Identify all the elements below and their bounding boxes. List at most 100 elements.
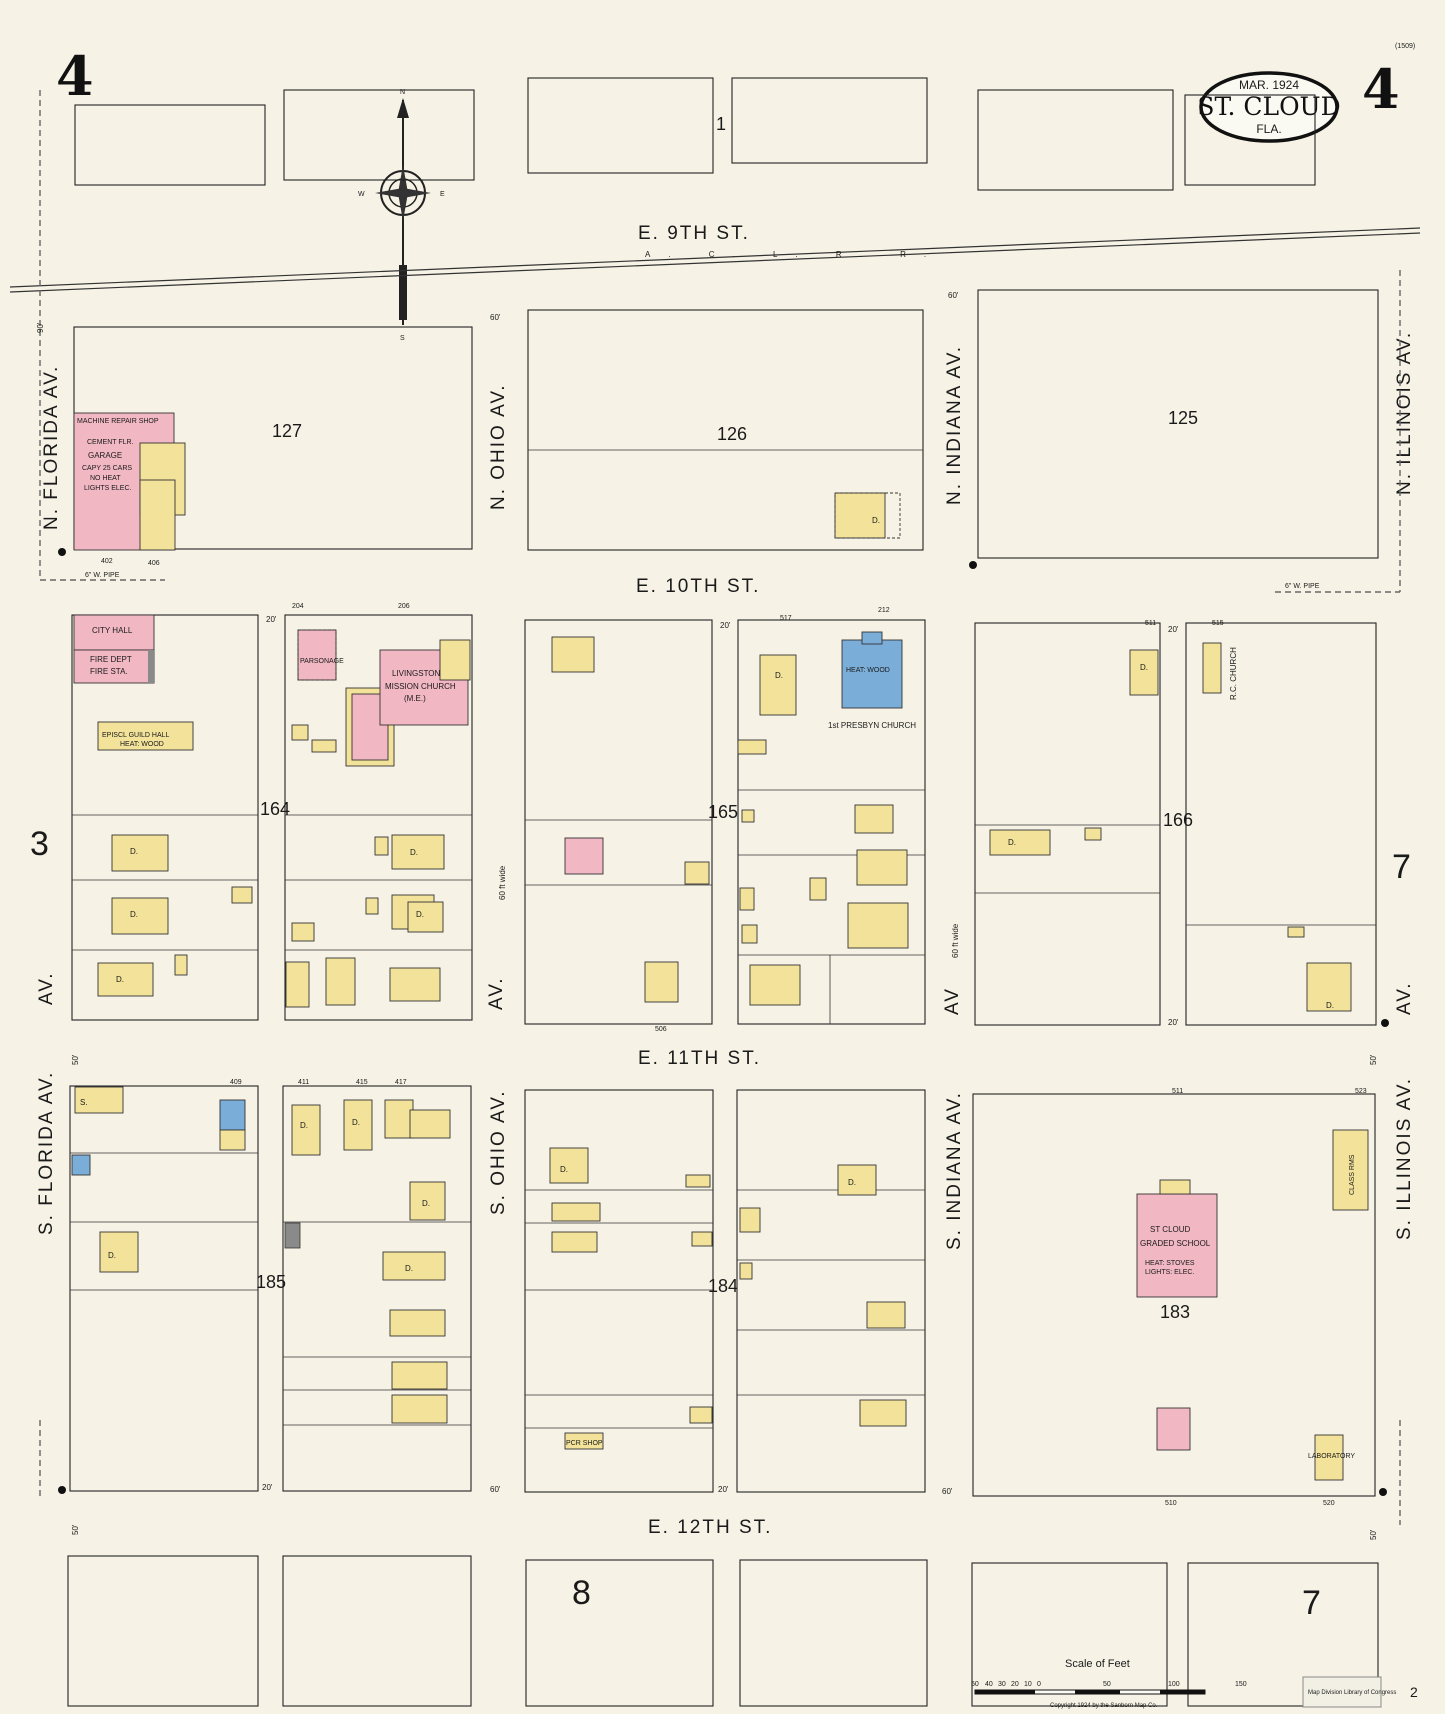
presbyn-label: 1st PRESBYN CHURCH (828, 721, 916, 730)
dwelling-label-n: D. (108, 1251, 116, 1260)
dist-50-d: 50' (1369, 1529, 1378, 1540)
dwelling-label-h: D. (1140, 663, 1148, 672)
city-hall-building: CITY HALL FIRE DEPT FIRE STA. (73, 614, 155, 684)
dist-60-b: 60' (948, 291, 959, 300)
city-hall-label: CITY HALL (92, 626, 133, 635)
map-date: MAR. 1924 (1239, 78, 1299, 92)
block-164: 164 (260, 799, 290, 819)
street-e10: E. 10TH ST. (636, 576, 760, 597)
address-515: 515 (1212, 620, 1224, 627)
dwellings-row-3 (71, 1086, 907, 1450)
dwelling-label-g: D. (1008, 838, 1016, 847)
copyright: Copyright 1924 by the Sanborn Map Co. (1050, 1703, 1158, 1709)
presbyterian-church-building: HEAT: WOOD 1st PRESBYN CHURCH (828, 631, 916, 730)
small-brick-building (1156, 1407, 1191, 1451)
dwelling-label-e: D. (416, 910, 424, 919)
class-rms-label: CLASS RMS (1349, 1154, 1356, 1195)
sheet-number-right: 4 (1362, 57, 1400, 121)
dwelling-label-i: D. (1326, 1001, 1334, 1010)
railroad-track: A. C. L. R. R. (9, 227, 1421, 293)
guild-hall-label: EPISCL GUILD HALL (102, 732, 170, 739)
north-arrow-icon: N S E W (358, 89, 445, 342)
row-blocks-10th-11th (71, 614, 1377, 1026)
address-506: 506 (655, 1026, 667, 1033)
dist-60-c: 60' (490, 1485, 501, 1494)
dist-20-c: 20' (1168, 625, 1179, 634)
street-e9: E. 9TH ST. (638, 223, 750, 244)
indiana-width: 60 ft wide (951, 923, 960, 958)
dwelling-label-f: D. (775, 671, 783, 680)
dwelling-label-c: D. (116, 975, 124, 984)
address-204: 204 (292, 603, 304, 610)
school-label-1: ST CLOUD (1150, 1225, 1191, 1234)
street-s-indiana: S. INDIANA AV. (944, 1091, 965, 1250)
library-stamp: Map Division Library of Congress (1302, 1676, 1396, 1708)
scale-tick-1: 40 (985, 1681, 993, 1688)
dist-20-f: 20' (718, 1485, 729, 1494)
street-s-florida: S. FLORIDA AV. (36, 1071, 57, 1235)
sheet-number-left: 4 (56, 44, 94, 108)
street-av-indiana: AV (942, 987, 963, 1015)
dist-60-d: 60' (942, 1487, 953, 1496)
street-av-illinois: AV. (1394, 982, 1415, 1015)
dist-20-e: 20' (262, 1483, 273, 1492)
pipe-label-2: 6" W. PIPE (1285, 583, 1320, 590)
town-name: ST. CLOUD (1197, 92, 1340, 121)
scale-tick-2: 30 (998, 1681, 1006, 1688)
street-n-illinois: N. ILLINOIS AV. (1394, 331, 1415, 495)
address-517: 517 (780, 615, 792, 622)
state-name: FLA. (1256, 122, 1281, 136)
school-label-4: LIGHTS: ELEC. (1145, 1269, 1194, 1276)
rc-church-label: R.C. CHURCH (1229, 647, 1238, 700)
scale-title: Scale of Feet (1065, 1658, 1130, 1670)
pipe-label-1: 6" W. PIPE (85, 572, 120, 579)
laboratory-label: LABORATORY (1308, 1453, 1355, 1460)
fire-sta-label: FIRE STA. (90, 667, 128, 676)
block-165: 165 (708, 802, 738, 822)
block-166: 166 (1163, 810, 1193, 830)
street-s-illinois: S. ILLINOIS AV. (1394, 1077, 1415, 1240)
compass-north: N (400, 89, 405, 96)
parsonage-label: PARSONAGE (300, 658, 344, 665)
scale-tick-7: 100 (1168, 1681, 1180, 1688)
dwelling-label-a: D. (130, 847, 138, 856)
railroad-label: A. C. L. R. R. (645, 250, 944, 259)
dwellings-row-2 (97, 636, 1352, 1012)
parsonage-building: PARSONAGE (297, 629, 344, 681)
pcr-shop-label: PCR SHOP (566, 1440, 603, 1447)
row-blocks-11th-12th (69, 1085, 1376, 1497)
block-126: 126 (717, 424, 747, 444)
corner-mark: 2 (1410, 1684, 1418, 1700)
title-cartouche: MAR. 1924 ST. CLOUD FLA. (1197, 71, 1341, 143)
compass-west: W (358, 191, 365, 198)
dist-20-d: 20' (1168, 1018, 1179, 1027)
garage-label-1: MACHINE REPAIR SHOP (77, 418, 159, 425)
dwelling-label-m: D. (405, 1264, 413, 1273)
address-520: 520 (1323, 1500, 1335, 1507)
laboratory-building: LABORATORY (1308, 1434, 1355, 1481)
store-label: S. (80, 1098, 88, 1107)
adjoining-sheet-east: 7 (1392, 848, 1411, 886)
garage-label-3: GARAGE (88, 451, 122, 460)
street-e11: E. 11TH ST. (638, 1048, 761, 1069)
row-blocks-south (67, 1555, 1379, 1707)
dwelling-126-label: D. (872, 516, 880, 525)
scale-tick-4: 10 (1024, 1681, 1032, 1688)
dwelling-126: D. (834, 492, 901, 539)
dwelling-label-k: D. (352, 1118, 360, 1127)
block-184: 184 (708, 1276, 738, 1296)
address-206: 206 (398, 603, 410, 610)
water-pipes (39, 90, 1401, 1525)
rc-church-building: R.C. CHURCH (1202, 642, 1238, 700)
address-212: 212 (878, 607, 890, 614)
fire-dept-label: FIRE DEPT (90, 655, 132, 664)
dist-50-c: 50' (1369, 1054, 1378, 1065)
dist-50-a: 50' (71, 1054, 80, 1065)
presbyn-heat-label: HEAT: WOOD (846, 667, 890, 674)
block-183: 183 (1160, 1302, 1190, 1322)
guild-hall-heat: HEAT: WOOD (120, 741, 164, 748)
dist-20-b: 20' (720, 621, 731, 630)
adjoining-sheet-south-left: 8 (572, 1574, 591, 1612)
